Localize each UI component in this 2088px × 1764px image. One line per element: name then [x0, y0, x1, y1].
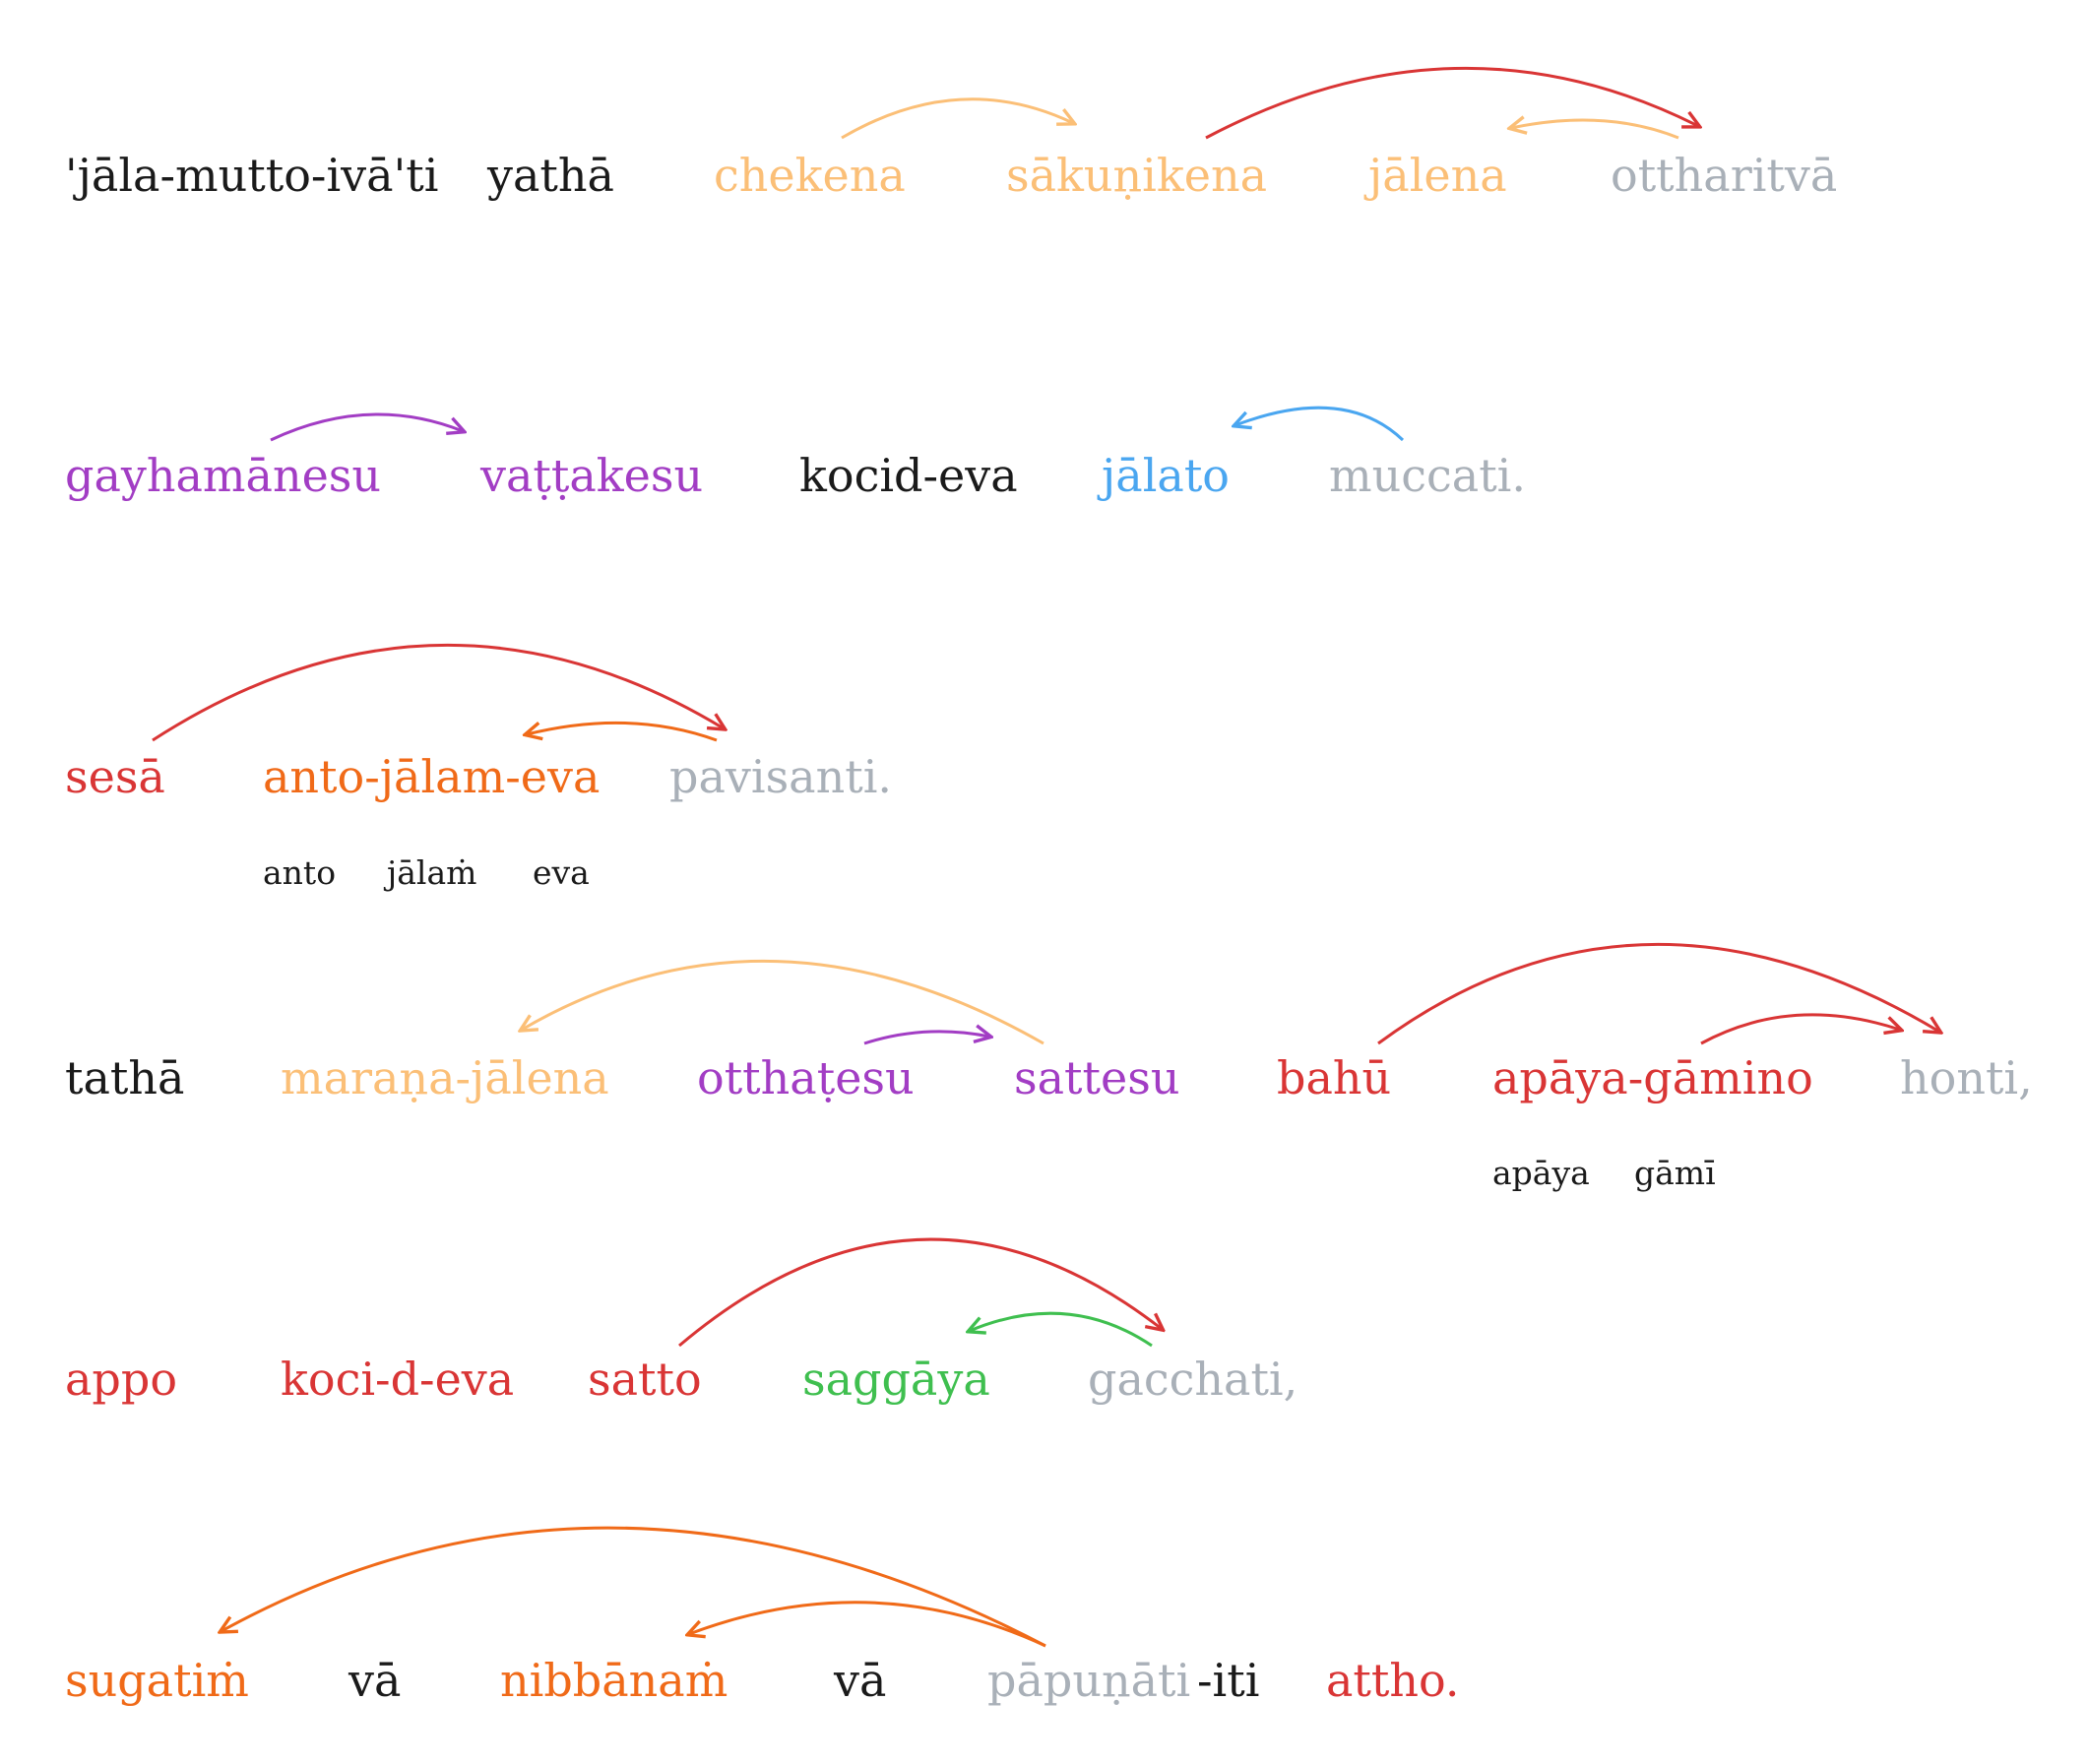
- dependency-arc: [270, 412, 463, 442]
- word: vā: [348, 1654, 402, 1707]
- word: vaṭṭakesu: [480, 449, 704, 502]
- dependency-arc: [1235, 406, 1405, 442]
- word: jālena: [1368, 149, 1507, 202]
- word: pāpuṇāti: [987, 1654, 1191, 1707]
- dependency-arc: [1700, 1013, 1900, 1045]
- word: muccati.: [1329, 449, 1527, 502]
- word: bahū: [1277, 1051, 1392, 1104]
- dependency-arc: [678, 1237, 1162, 1348]
- word: attho.: [1326, 1654, 1460, 1707]
- sub-word: jālaṁ: [387, 853, 477, 892]
- word: sesā: [65, 750, 165, 803]
- word: satto: [588, 1353, 702, 1406]
- dependency-arc: [1511, 120, 1679, 140]
- word: gacchati,: [1088, 1353, 1298, 1406]
- word: yathā: [487, 149, 614, 202]
- word: ottharitvā: [1611, 149, 1838, 202]
- word: gayhamānesu: [65, 449, 382, 502]
- word: maraṇa-jālena: [281, 1051, 609, 1104]
- word: anto-jālam-eva: [263, 750, 601, 803]
- word: -iti: [1197, 1654, 1260, 1707]
- sub-word: gāmī: [1634, 1154, 1716, 1192]
- sub-word: anto: [263, 853, 337, 892]
- dependency-arc: [1205, 66, 1698, 140]
- dependency-arc: [152, 644, 724, 742]
- sub-word: eva: [533, 853, 590, 892]
- word: otthaṭesu: [697, 1051, 915, 1104]
- dependency-arc: [527, 721, 718, 742]
- dependency-arc: [221, 1526, 1046, 1648]
- word: tathā: [65, 1051, 185, 1104]
- dependency-arc: [863, 1032, 989, 1045]
- dependency-arc: [522, 959, 1044, 1045]
- word: honti,: [1900, 1051, 2033, 1104]
- dependency-arc: [841, 97, 1073, 140]
- dependency-arc: [1377, 943, 1939, 1045]
- word: sākuṇikena: [1006, 149, 1268, 202]
- dependency-arc: [970, 1311, 1153, 1348]
- word: sugatiṁ: [65, 1654, 249, 1707]
- word: appo: [65, 1353, 178, 1406]
- word: sattesu: [1014, 1051, 1180, 1104]
- dependency-arc: [689, 1601, 1046, 1648]
- word: koci-d-eva: [281, 1353, 515, 1406]
- word: vā: [834, 1654, 887, 1707]
- word: jālato: [1102, 449, 1231, 502]
- word: saggāya: [802, 1353, 990, 1406]
- word: kocid-eva: [799, 449, 1018, 502]
- word: apāya-gāmino: [1492, 1051, 1813, 1104]
- word: 'jāla-mutto-ivā'ti: [65, 149, 439, 202]
- word: nibbānaṁ: [500, 1654, 728, 1707]
- word: pavisanti.: [669, 750, 893, 803]
- word: chekena: [714, 149, 906, 202]
- sub-word: apāya: [1492, 1154, 1590, 1192]
